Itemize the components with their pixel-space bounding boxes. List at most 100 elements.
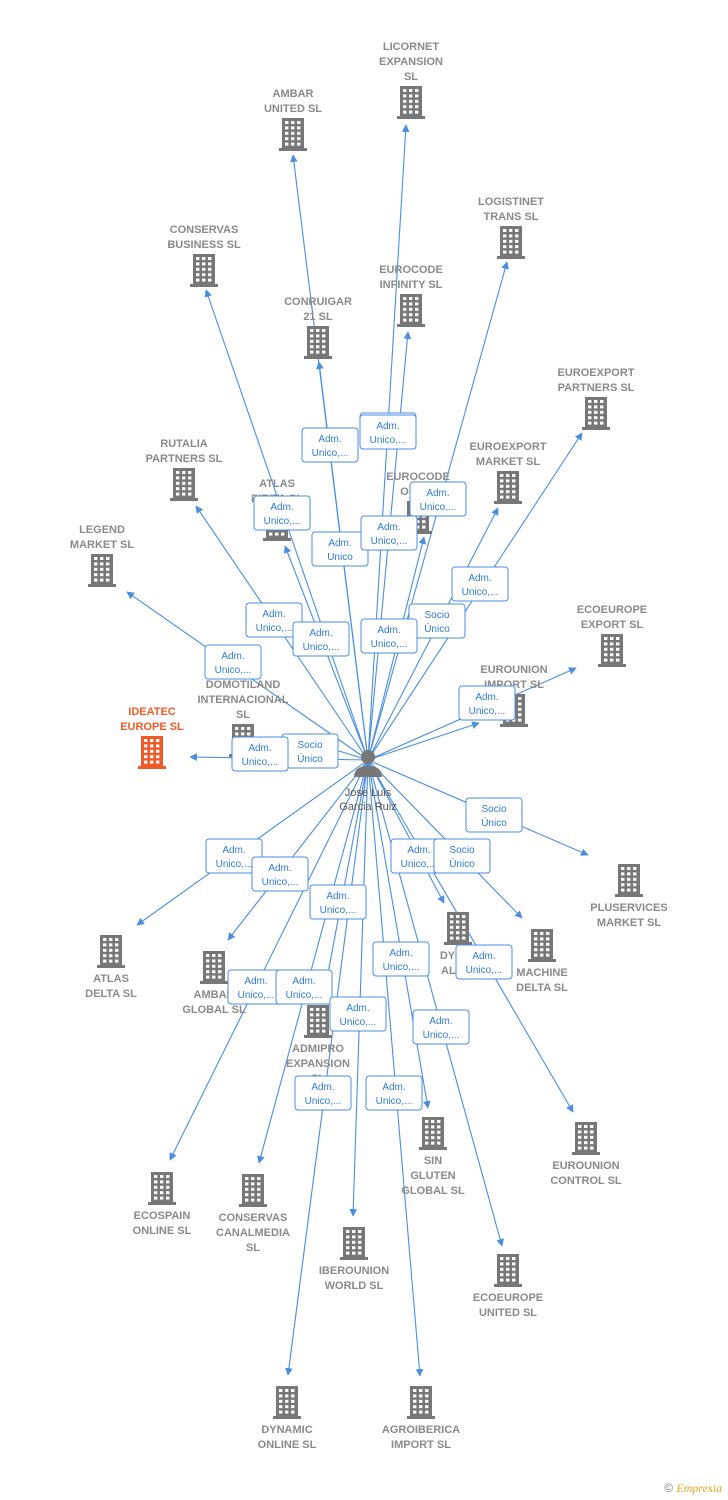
edge-label-euroexport-partners[interactable]: Adm.Unico,... [451,566,509,602]
edge-label-iberounion[interactable]: Adm. Unico,... [329,996,387,1032]
footer-brand[interactable]: © Empresia [664,1481,722,1496]
building-icon [97,935,125,968]
person-node[interactable]: Jose Luis Garcia Ruiz [339,750,397,813]
edge-line-ecoeurope-united [367,759,504,1247]
edge-label-text: Unico,... [238,990,275,1001]
edge-label-conservas-canalmedia[interactable]: Adm.Unico,... [275,969,333,1005]
edge-label-atlas-pirita[interactable]: Adm.Unico,... [292,621,350,657]
edge-label-ecoeurope-united[interactable]: Adm. Unico,... [412,1009,470,1045]
edge-label-eurounion-import[interactable]: Adm.Unico,... [458,685,516,721]
building-icon [528,929,556,962]
edge-label-ideatec[interactable]: Adm.Unico,... [231,736,289,772]
copyright-symbol: © [664,1481,674,1495]
edge-label-text: Unico,... [371,536,408,547]
company-label-line: MARKET SL [476,456,540,468]
company-label-line: IDEATEC [128,706,176,718]
company-node-ideatec[interactable]: IDEATEC EUROPE SL [120,706,184,769]
edge-label-agroiberica[interactable]: Adm.Unico,... [365,1075,423,1111]
edge-line-eurounion-import [367,721,480,761]
company-label-line: LOGISTINET [478,196,544,208]
edge-label-text: Unico,... [320,905,357,916]
company-label-line: CONSERVAS [170,224,239,236]
building-icon [615,864,643,897]
edge-label-conruigar[interactable]: Adm.Unico [311,531,369,567]
edge-label-eurounion-control[interactable]: Adm.Unico,... [455,944,513,980]
company-node-ambar-global[interactable]: AMBAR GLOBAL SL [182,951,246,1016]
edge-label-text: Unico,... [376,1096,413,1107]
company-label-line: EUROPE SL [120,721,184,733]
edge-label-rutalia[interactable]: Adm.Unico,... [245,602,303,638]
edge-label-text: Unico,... [423,1030,460,1041]
edge-label-admipro[interactable]: Adm.Unico,... [309,884,367,920]
building-icon [190,254,218,287]
company-label-line: UNITED SL [479,1307,537,1319]
edge-label-text: Adm. [472,951,495,962]
person-name-line2: Garcia Ruiz [339,801,396,813]
edge-label-ambar-united[interactable]: Adm.Unico,... [301,427,359,463]
edge-label-conservas-business[interactable]: Adm.Unico,... [253,495,311,531]
building-icon [582,397,610,430]
company-label-line: ECOSPAIN [134,1210,191,1222]
company-label-line: AMBAR [194,989,235,1001]
company-label-line: INFINITY SL [380,279,443,291]
edge-label-atlas-delta[interactable]: Adm.Unico,... [205,838,263,874]
edge-label-text: Adm. [376,421,399,432]
company-label-line: AMBAR [273,88,314,100]
building-icon [170,468,198,501]
edge-label-eurocode-online[interactable]: Adm. Unico,... [360,515,418,551]
edge-label-legend-market[interactable]: Adm.Unico,... [204,644,262,680]
edge-label-sin-gluten[interactable]: Adm.Unico,... [372,941,430,977]
edge-label-dynamic-online[interactable]: Adm.Unico,... [294,1075,352,1111]
edge-label-logistinet[interactable]: Adm.Unico,... [409,481,467,517]
edge-label-ecoeurope-export[interactable]: Adm.Unico,... [360,618,418,654]
company-label-line: AGROIBERICA [382,1424,460,1436]
edge-label-eurocode-infinity[interactable]: Adm.Unico,... [359,414,417,450]
edge-labels-layer: Adm.Unico,...Adm.Unico,...Adm.Unico,...A… [204,412,523,1111]
building-icon [397,86,425,119]
edge-label-text: Unico,... [242,757,279,768]
edge-label-text: Unico,... [340,1017,377,1028]
company-label-line: ECOEUROPE [473,1292,543,1304]
edge-label-text: Adm. [346,1003,369,1014]
company-label-line: LEGEND [79,524,125,536]
edge-line-dynamic-alfa [367,759,445,904]
building-icon [200,951,228,984]
edge-label-text: Adm. [429,1016,452,1027]
brand-name: Empresia [676,1481,722,1495]
company-label-line: WORLD SL [325,1280,384,1292]
building-icon [138,736,166,769]
edge-label-text: Socio [449,845,474,856]
company-node-ecoeurope-united[interactable]: ECOEUROPE UNITED SL [473,1254,543,1319]
edge-label-text: Unico,... [216,859,253,870]
company-label-line: GLOBAL SL [182,1004,246,1016]
building-icon [494,1254,522,1287]
company-label-line: EUROUNION [480,664,547,676]
edge-label-ambar-global[interactable]: Adm.Unico,... [251,856,309,892]
edge-label-text: Adm. [377,522,400,533]
